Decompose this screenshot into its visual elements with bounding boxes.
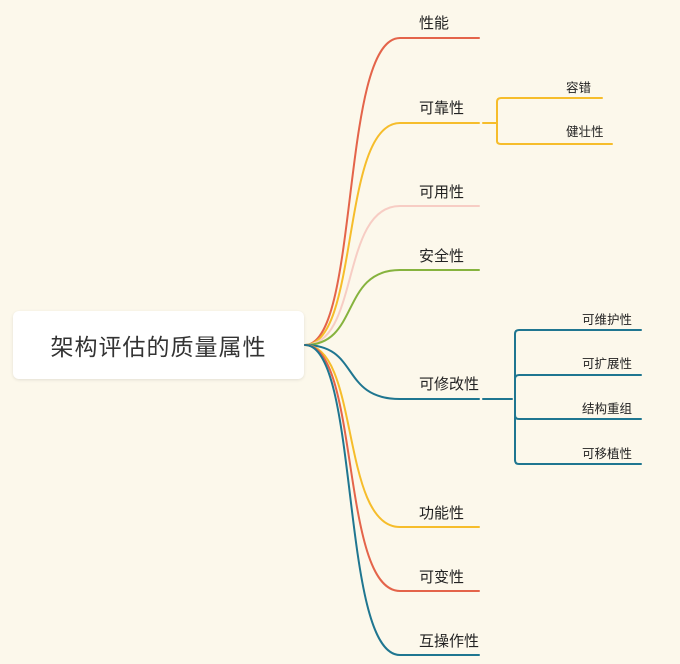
branch-link-performance [304,37,480,346]
branch-label-reliability[interactable]: 可靠性 [419,99,465,117]
branch-label-interoperability[interactable]: 互操作性 [419,632,480,650]
root-node[interactable]: 架构评估的质量属性 [13,311,304,379]
branch-link-availability [304,205,480,346]
branch-label-security[interactable]: 安全性 [419,247,465,265]
branch-label-availability[interactable]: 可用性 [419,183,465,201]
child-label-portability[interactable]: 可移植性 [582,446,633,461]
branch-label-modifiability[interactable]: 可修改性 [419,375,480,393]
child-link-restructuring [514,414,642,420]
child-link-portability [514,459,642,465]
branch-link-variability [304,344,480,592]
child-label-fault-tolerance[interactable]: 容错 [566,80,592,95]
branch-link-modifiability [304,344,480,400]
child-link-robustness [496,140,613,145]
branch-link-reliability [304,122,480,346]
root-label: 架构评估的质量属性 [50,335,267,361]
branch-label-performance[interactable]: 性能 [419,14,450,32]
child-label-extensibility[interactable]: 可扩展性 [582,356,633,371]
child-link-maintainability [514,329,642,335]
child-link-fault-tolerance [496,97,603,103]
branch-label-variability[interactable]: 可变性 [419,568,465,586]
child-link-extensibility [514,374,642,380]
child-label-restructuring[interactable]: 结构重组 [582,401,633,416]
branch-label-functionality[interactable]: 功能性 [419,504,465,522]
branch-link-security [304,269,480,346]
branch-link-interoperability [304,344,480,656]
child-label-robustness[interactable]: 健壮性 [566,124,604,139]
child-label-maintainability[interactable]: 可维护性 [582,312,633,327]
branch-link-functionality [304,344,480,528]
